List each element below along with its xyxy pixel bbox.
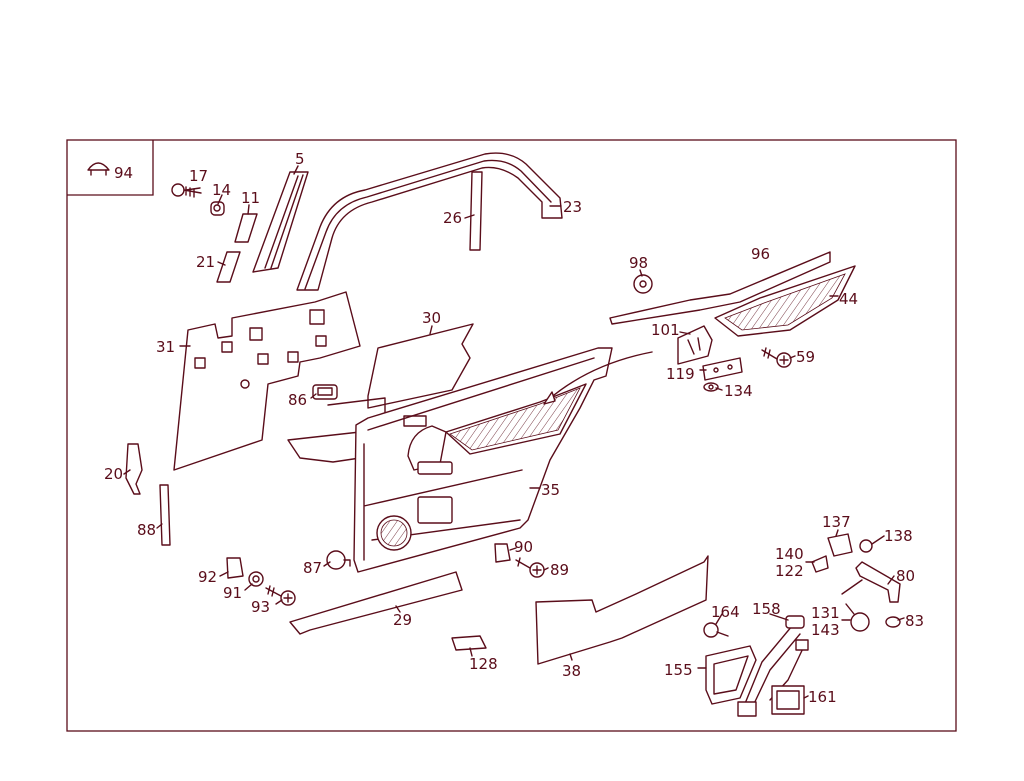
part-90-clip — [494, 543, 511, 563]
part-59-screw — [761, 347, 792, 368]
part-93-screw — [265, 585, 296, 606]
callout-21: 21 — [196, 253, 215, 271]
part-128-clip — [451, 635, 487, 651]
callout-38: 38 — [562, 662, 581, 680]
part-83-nut — [885, 616, 901, 628]
callout-20: 20 — [104, 465, 123, 483]
callout-31: 31 — [156, 338, 175, 356]
callout-11: 11 — [241, 189, 260, 207]
part-92-clip — [226, 557, 244, 579]
part-44-armrest-insert — [714, 265, 856, 337]
callout-17: 17 — [189, 167, 208, 185]
part-89-screw — [515, 557, 545, 578]
part-91-washer — [248, 571, 264, 587]
callout-80: 80 — [896, 567, 915, 585]
part-164-screw — [703, 622, 729, 638]
part-29-sill-strip — [289, 571, 463, 635]
part-31-vapor-barrier — [173, 291, 361, 471]
part-17-screw — [171, 183, 202, 198]
callout-98: 98 — [629, 254, 648, 272]
part-161-frame — [771, 685, 805, 715]
callout-83: 83 — [905, 612, 924, 630]
part-30-panel-outline — [367, 323, 474, 409]
callout-96: 96 — [751, 245, 770, 263]
callout-164: 164 — [711, 603, 740, 621]
part-80-grab-handle — [841, 561, 901, 603]
callout-86: 86 — [288, 391, 307, 409]
callout-26: 26 — [443, 209, 462, 227]
callout-5: 5 — [295, 150, 305, 168]
callout-128: 128 — [469, 655, 498, 673]
part-137-bracket — [827, 533, 853, 557]
part-5-pillar-trim — [252, 171, 309, 273]
part-101-switch-bezel — [677, 325, 713, 365]
part-94-cap — [87, 162, 110, 176]
callout-88: 88 — [137, 521, 156, 539]
callout-94: 94 — [114, 164, 133, 182]
leader-lines — [123, 165, 905, 699]
part-138-plug — [859, 539, 873, 553]
callout-143: 143 — [811, 621, 840, 639]
callout-122: 122 — [775, 562, 804, 580]
callout-158: 158 — [752, 600, 781, 618]
callout-101: 101 — [651, 321, 680, 339]
inset-box — [67, 140, 154, 196]
callout-91: 91 — [223, 584, 242, 602]
callout-92: 92 — [198, 568, 217, 586]
callout-59: 59 — [796, 348, 815, 366]
callout-30: 30 — [422, 309, 441, 327]
part-11-strip — [234, 213, 258, 243]
part-87-clip — [326, 550, 351, 570]
callout-93: 93 — [251, 598, 270, 616]
callout-140: 140 — [775, 545, 804, 563]
part-21-strip — [216, 251, 241, 283]
callout-137: 137 — [822, 513, 851, 531]
callout-35: 35 — [541, 481, 560, 499]
part-131-143-screw — [845, 603, 870, 632]
part-155-ashtray — [705, 645, 757, 705]
part-20-bracket — [125, 443, 143, 495]
callout-138: 138 — [884, 527, 913, 545]
part-arrow — [543, 351, 653, 405]
callout-134: 134 — [724, 382, 753, 400]
callout-161: 161 — [808, 688, 837, 706]
callout-155: 155 — [664, 661, 693, 679]
part-96-trim-strip — [609, 251, 831, 325]
part-140-122-clip — [811, 555, 829, 573]
callout-131: 131 — [811, 604, 840, 622]
callout-87: 87 — [303, 559, 322, 577]
callout-119: 119 — [666, 365, 695, 383]
callout-89: 89 — [550, 561, 569, 579]
part-35-door-panel — [287, 347, 613, 573]
part-26-strip — [469, 171, 483, 251]
part-98-clip — [633, 274, 653, 294]
part-38-lower-panel — [535, 555, 709, 665]
part-14-clip — [210, 201, 225, 216]
callout-23: 23 — [563, 198, 582, 216]
diagram-frame — [66, 139, 957, 732]
part-88-strip — [159, 484, 171, 546]
part-134-nut — [703, 382, 719, 392]
callout-90: 90 — [514, 538, 533, 556]
part-86-bracket — [312, 384, 386, 417]
part-119-bracket — [702, 357, 743, 381]
callout-44: 44 — [839, 290, 858, 308]
callout-29: 29 — [393, 611, 412, 629]
part-23-window-frame — [296, 152, 563, 291]
callout-14: 14 — [212, 181, 231, 199]
